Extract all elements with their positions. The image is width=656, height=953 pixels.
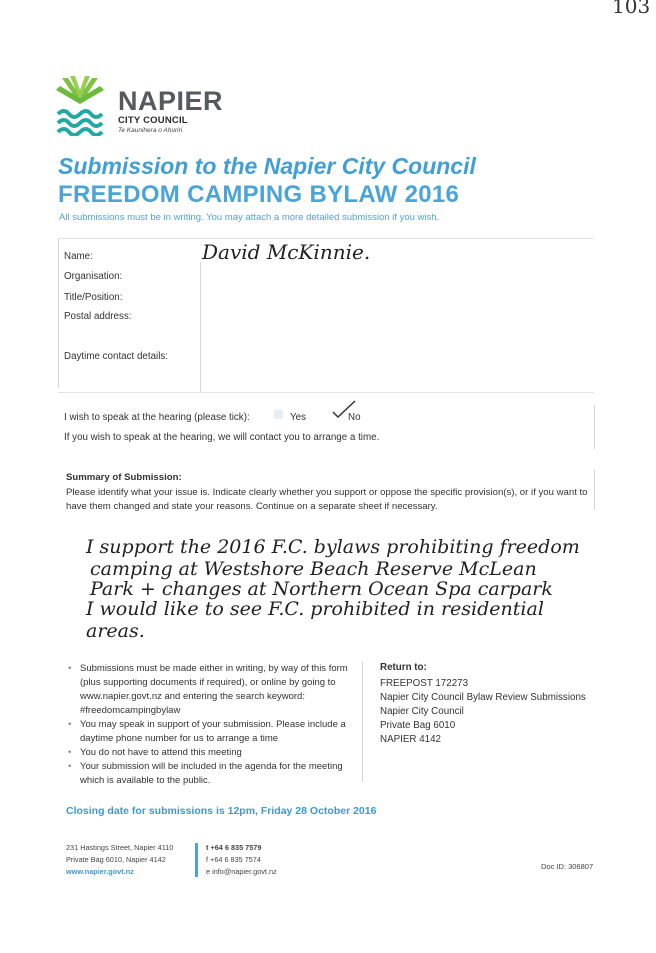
form-right-border [594, 405, 595, 449]
handwritten-line: camping at Westshore Beach Reserve McLea… [90, 558, 537, 580]
return-heading: Return to: [380, 662, 427, 673]
doc-id: Doc ID: 306807 [541, 862, 594, 871]
footer-address2: Private Bag 6010, Napier 4142 [66, 855, 166, 864]
hearing-question: I wish to speak at the hearing (please t… [64, 412, 250, 423]
return-divider [362, 662, 363, 782]
form-top-rule [58, 238, 594, 239]
handwritten-line: areas. [86, 620, 145, 642]
list-item: Submissions must be made either in writi… [66, 662, 356, 718]
summary-right-border [594, 470, 595, 510]
return-line: Napier City Council [380, 706, 464, 717]
napier-logo-icon [56, 76, 104, 136]
summary-heading: Summary of Submission: [66, 472, 182, 483]
no-label: No [348, 412, 361, 423]
list-item: Your submission will be included in the … [66, 760, 356, 788]
footer-website-link[interactable]: www.napier.govt.nz [66, 867, 134, 876]
return-line: NAPIER 4142 [380, 734, 441, 745]
logo-maori-name: Te Kaunihera o Ahuriri [118, 127, 183, 134]
title-position-label: Title/Position: [64, 292, 123, 303]
organisation-label: Organisation: [64, 271, 123, 282]
daytime-contact-label: Daytime contact details: [64, 351, 169, 362]
handwritten-line: Park + changes at Northern Ocean Spa car… [90, 578, 553, 600]
page-title-line1: Submission to the Napier City Council [58, 153, 476, 179]
name-field[interactable]: David McKinnie. [202, 240, 371, 264]
tick-icon [332, 400, 356, 418]
logo-wordmark: NAPIER [118, 86, 224, 116]
closing-date: Closing date for submissions is 12pm, Fr… [66, 805, 377, 817]
name-label: Name: [64, 251, 93, 262]
page-title-line2: FREEDOM CAMPING BYLAW 2016 [58, 181, 460, 208]
handwritten-line: I support the 2016 F.C. bylaws prohibiti… [86, 536, 580, 558]
footer-address1: 231 Hastings Street, Napier 4110 [66, 843, 174, 852]
footer-phone: t +64 6 835 7579 [206, 843, 262, 852]
intro-text: All submissions must be in writing. You … [59, 212, 440, 223]
footer-email-link[interactable]: e info@napier.govt.nz [206, 867, 277, 876]
page-number: 103 [612, 0, 651, 18]
summary-instructions: Please identify what your issue is. Indi… [66, 487, 588, 512]
footer-divider [195, 843, 198, 877]
return-line: FREEPOST 172273 [380, 678, 469, 689]
return-line: Private Bag 6010 [380, 720, 456, 731]
hearing-note: If you wish to speak at the hearing, we … [64, 432, 380, 443]
footer-fax: f +64 6 835 7574 [206, 855, 261, 864]
postal-address-label: Postal address: [64, 311, 132, 322]
form-divider [200, 262, 201, 392]
return-line: Napier City Council Bylaw Review Submiss… [380, 692, 586, 703]
submission-notes-list: Submissions must be made either in writi… [66, 662, 356, 788]
handwritten-line: I would like to see F.C. prohibited in r… [86, 598, 544, 620]
list-item: You do not have to attend this meeting [66, 746, 356, 760]
list-item: You may speak in support of your submiss… [66, 718, 356, 746]
form-bottom-rule [58, 392, 594, 393]
yes-label: Yes [290, 412, 306, 423]
logo-subtitle: CITY COUNCIL [118, 115, 188, 126]
form-left-border [58, 238, 59, 388]
yes-checkbox[interactable] [274, 410, 283, 419]
